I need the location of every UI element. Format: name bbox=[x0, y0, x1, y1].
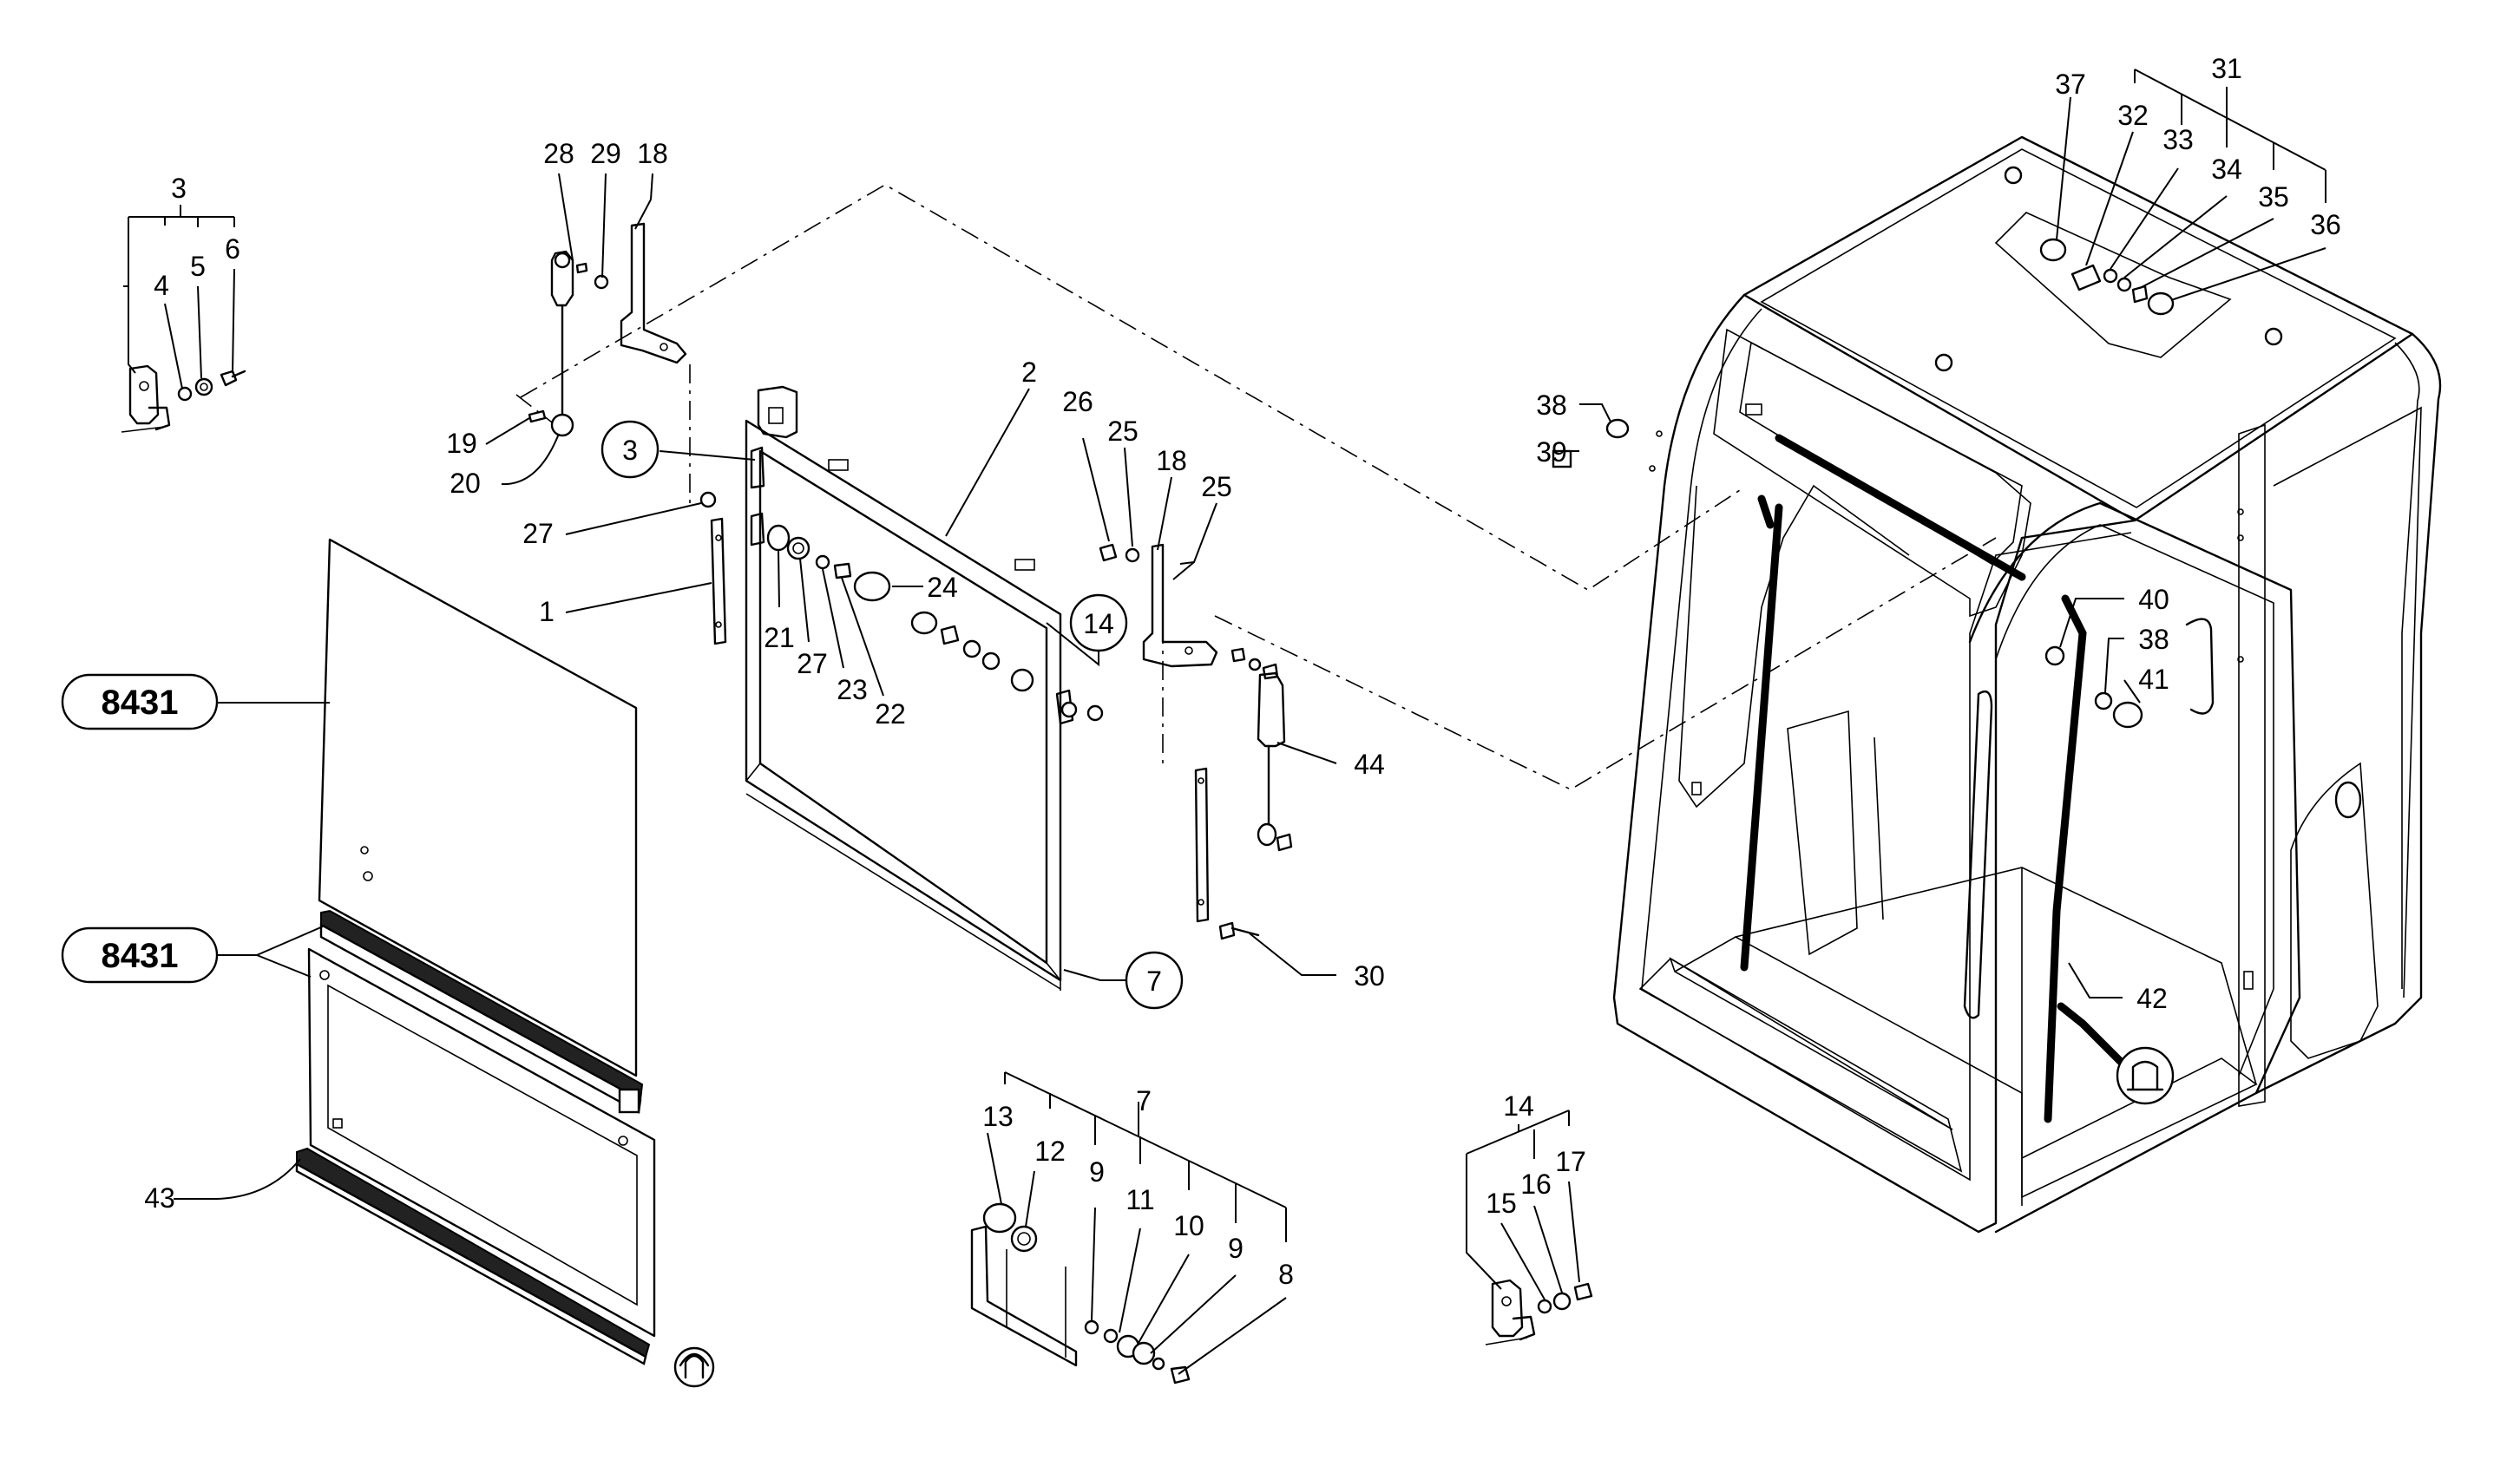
bracket-strip-left bbox=[699, 491, 727, 645]
part-label-42: 42 bbox=[2136, 983, 2168, 1014]
circled-ref-text: 3 bbox=[622, 435, 638, 466]
part-label-38a: 38 bbox=[1536, 390, 1567, 421]
part-label-43: 43 bbox=[144, 1182, 175, 1214]
part-label-37: 37 bbox=[2055, 69, 2086, 100]
cab-body bbox=[1552, 135, 2442, 1234]
part-label-4: 4 bbox=[154, 270, 169, 301]
part-label-29: 29 bbox=[590, 138, 621, 169]
part-label-9b: 9 bbox=[1228, 1233, 1244, 1264]
assembly-lines bbox=[515, 184, 1997, 790]
hinge-assembly-bottom bbox=[970, 1202, 1191, 1385]
part-label-15: 15 bbox=[1486, 1188, 1517, 1219]
part-label-36: 36 bbox=[2310, 209, 2341, 240]
leader-lines bbox=[123, 69, 2326, 1375]
circled-ref-text: 7 bbox=[1146, 966, 1162, 997]
part-label-8: 8 bbox=[1278, 1259, 1294, 1290]
part-label-25b: 25 bbox=[1201, 471, 1232, 502]
part-label-22: 22 bbox=[875, 698, 906, 730]
part-label-18a: 18 bbox=[637, 138, 668, 169]
latch-assembly-bottom-right bbox=[1485, 1279, 1593, 1345]
part-label-27b: 27 bbox=[797, 648, 828, 679]
part-label-25a: 25 bbox=[1107, 416, 1139, 447]
gas-strut-right bbox=[1142, 543, 1293, 940]
part-label-16: 16 bbox=[1520, 1169, 1552, 1200]
part-label-39: 39 bbox=[1536, 436, 1567, 468]
circled-reference-14: 14 bbox=[1069, 593, 1128, 652]
part-label-32: 32 bbox=[2117, 100, 2149, 131]
part-label-30: 30 bbox=[1354, 960, 1385, 992]
group-reference-8431-lower[interactable]: 8431 bbox=[61, 926, 219, 984]
part-label-9a: 9 bbox=[1089, 1156, 1105, 1188]
circled-reference-7: 7 bbox=[1125, 951, 1184, 1010]
part-label-19: 19 bbox=[446, 428, 477, 459]
glass-panel-upper bbox=[318, 538, 644, 1114]
part-label-44: 44 bbox=[1354, 749, 1385, 780]
part-label-34: 34 bbox=[2211, 154, 2242, 185]
part-label-18b: 18 bbox=[1156, 445, 1187, 476]
door-frame bbox=[745, 385, 1078, 991]
gas-strut-left bbox=[528, 222, 687, 437]
part-label-20: 20 bbox=[450, 468, 481, 499]
group-reference-8431-upper[interactable]: 8431 bbox=[61, 673, 219, 730]
part-label-21: 21 bbox=[764, 622, 795, 653]
part-label-5: 5 bbox=[190, 251, 206, 282]
part-label-27a: 27 bbox=[522, 518, 554, 549]
part-label-14: 14 bbox=[1503, 1090, 1534, 1122]
part-label-13: 13 bbox=[982, 1101, 1014, 1132]
part-label-3: 3 bbox=[171, 173, 187, 204]
part-label-26: 26 bbox=[1062, 386, 1093, 417]
part-label-41: 41 bbox=[2138, 664, 2169, 695]
part-label-28: 28 bbox=[543, 138, 574, 169]
latch-assembly-top-left bbox=[121, 364, 246, 433]
part-label-12: 12 bbox=[1034, 1136, 1066, 1167]
glass-panel-lower bbox=[295, 947, 715, 1388]
part-label-38b: 38 bbox=[2138, 624, 2169, 655]
part-label-31: 31 bbox=[2211, 53, 2242, 84]
circled-reference-3: 3 bbox=[600, 420, 660, 479]
part-label-6: 6 bbox=[225, 233, 240, 265]
hinge-hardware bbox=[766, 524, 1140, 722]
group-ref-text: 8431 bbox=[102, 684, 179, 722]
part-label-33: 33 bbox=[2162, 124, 2194, 155]
part-label-10: 10 bbox=[1173, 1210, 1204, 1241]
group-ref-text: 8431 bbox=[102, 937, 179, 975]
part-label-1: 1 bbox=[539, 596, 555, 627]
part-number-labels: 3 4 5 6 28 29 18 19 20 27 1 2 21 27 23 2… bbox=[144, 53, 2341, 1290]
part-label-23: 23 bbox=[837, 674, 868, 705]
part-label-2: 2 bbox=[1021, 357, 1037, 388]
part-label-40: 40 bbox=[2138, 584, 2169, 615]
part-label-24: 24 bbox=[927, 572, 958, 603]
circled-ref-text: 14 bbox=[1083, 608, 1114, 639]
part-label-35: 35 bbox=[2258, 181, 2289, 213]
part-label-11: 11 bbox=[1125, 1184, 1154, 1215]
part-label-17: 17 bbox=[1555, 1146, 1586, 1177]
part-label-7: 7 bbox=[1136, 1085, 1152, 1116]
